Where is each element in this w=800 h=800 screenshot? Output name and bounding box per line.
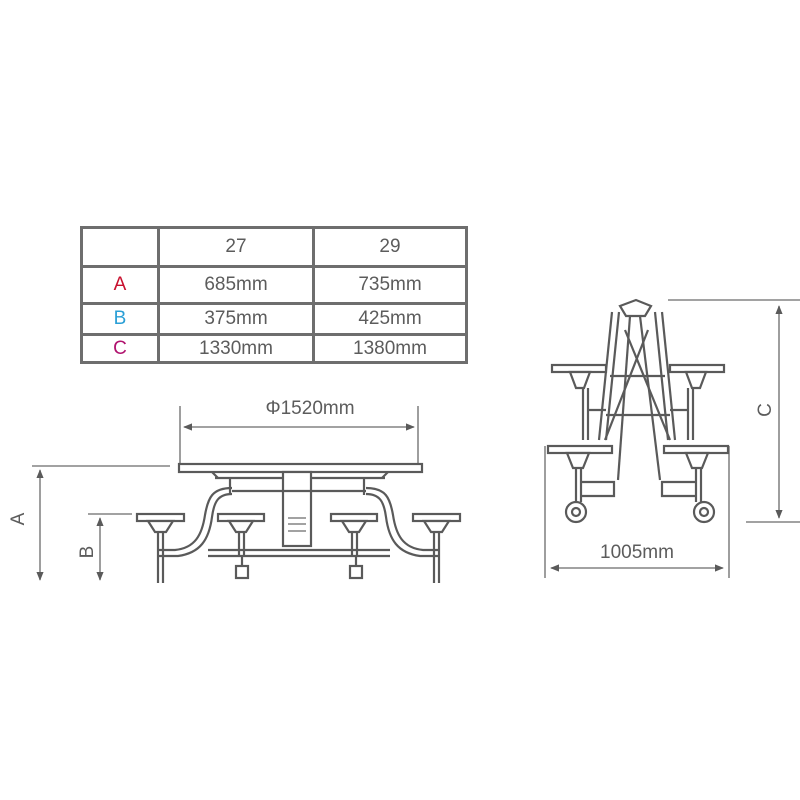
tabletop-half-left-outer [597, 311, 614, 441]
frame-curve-right-outer [365, 486, 440, 552]
wheel-right [692, 500, 716, 524]
upper-seat-right [668, 363, 726, 440]
diameter-label: Φ1520mm [265, 398, 354, 419]
seat-3 [329, 512, 379, 556]
seat-2 [216, 512, 266, 556]
lower-seat-right [660, 444, 730, 502]
height-dimension-b: B [77, 513, 132, 581]
center-column [281, 470, 313, 548]
width-label: 1005mm [600, 542, 674, 563]
hinge-top [618, 298, 653, 318]
header-cell-29: 29 [312, 226, 468, 268]
width-dimension: 1005mm [544, 446, 730, 578]
front-view: Φ1520mm [8, 398, 462, 583]
cross-brace-3 [623, 329, 672, 441]
tabletop-half-right-inner [660, 311, 677, 441]
seat-1 [135, 512, 186, 583]
row-key-c: C [80, 333, 160, 364]
header-cell-27: 27 [157, 226, 315, 268]
caster-left [234, 556, 250, 580]
folded-view: C 1005mm [544, 298, 800, 578]
height-dimension-a: A [8, 465, 170, 581]
seat-4 [411, 512, 462, 583]
row-b-value-27: 375mm [157, 302, 315, 336]
row-b-value-29: 425mm [312, 302, 468, 336]
caster-right [348, 556, 364, 580]
frame-curve-left-inner [158, 492, 233, 558]
row-key-b: B [80, 302, 160, 336]
folded-tabletop [597, 298, 677, 481]
wheel-left [564, 500, 588, 524]
table-row-a: A 685mm 735mm [80, 265, 468, 305]
row-c-value-27: 1330mm [157, 333, 315, 364]
label-a: A [8, 512, 29, 525]
row-key-a: A [80, 265, 160, 305]
table-row-c: C 1330mm 1380mm [80, 333, 468, 364]
row-c-value-29: 1380mm [312, 333, 468, 364]
frame-curve-left-outer [158, 486, 233, 552]
table-row-b: B 375mm 425mm [80, 302, 468, 336]
cross-brace-1 [616, 315, 632, 481]
height-dimension-c: C [668, 299, 800, 523]
lower-seat-left [546, 444, 616, 502]
size-table: 27 29 A 685mm 735mm B 375mm 425mm C 1330… [80, 226, 468, 364]
row-a-value-27: 685mm [157, 265, 315, 305]
label-b: B [77, 546, 98, 559]
upper-seat-left [550, 363, 608, 440]
cross-brace-4 [603, 329, 650, 441]
frame-curve-right-inner [365, 492, 440, 558]
table-corner-cell [80, 226, 160, 268]
tabletop [177, 462, 424, 474]
diameter-dimension: Φ1520mm [179, 398, 419, 466]
table-header-row: 27 29 [80, 226, 468, 268]
row-a-value-29: 735mm [312, 265, 468, 305]
label-c: C [755, 403, 776, 417]
